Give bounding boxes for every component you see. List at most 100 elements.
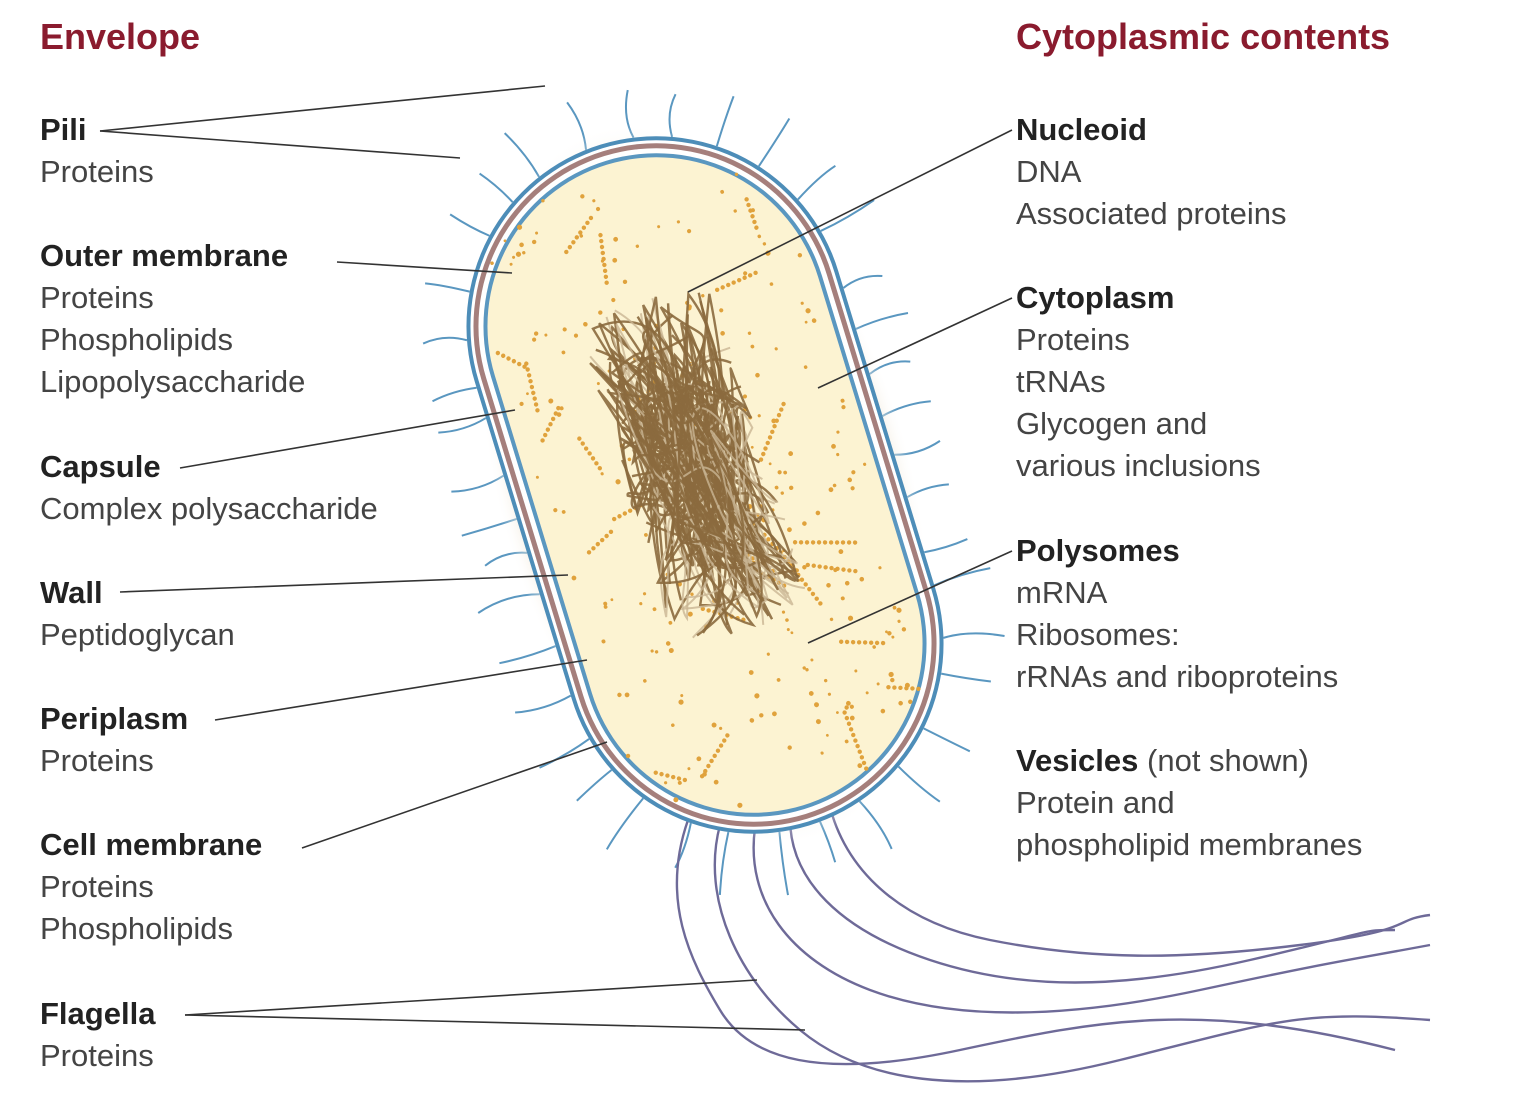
polysome-ribosome [792, 540, 798, 545]
polysome-ribosome [767, 435, 773, 440]
ribosome-dot [797, 253, 803, 258]
ribosome-dot [849, 715, 855, 721]
flagellum [713, 824, 1431, 1083]
envelope-heading: Envelope [40, 16, 201, 57]
ribosome-dot [713, 779, 719, 785]
polysome-ribosome [772, 423, 777, 429]
ribosome-dot [639, 602, 643, 606]
ribosome-dot [825, 733, 829, 737]
outer-membrane-line-1: Proteins [40, 280, 154, 315]
ribosome-dot [755, 372, 760, 378]
vesicles-note: (not shown) [1147, 743, 1309, 778]
polysome-ribosome [752, 219, 757, 225]
ribosome-dot [650, 649, 654, 653]
polysome-ribosome [880, 640, 886, 646]
label-vesicles: Vesicles (not shown) Protein and phospho… [1016, 740, 1362, 866]
ribosome-dot [802, 565, 807, 570]
polysome-ribosome [587, 451, 592, 456]
ribosome-dot [532, 337, 537, 342]
polysome-ribosome [766, 537, 771, 542]
polysomes-line-1: mRNA [1016, 575, 1108, 610]
ribosome-dot [743, 271, 748, 276]
polysome-ribosome [807, 586, 812, 592]
ribosome-dot [892, 605, 897, 610]
ribosome-dot [720, 189, 725, 194]
ribosome-dot [541, 199, 545, 203]
ribosome-dot [836, 452, 840, 457]
ribosome-dot [865, 691, 869, 695]
ribosome-dot [820, 751, 824, 755]
polysome-ribosome [742, 275, 747, 280]
ribosome-dot [757, 234, 762, 239]
leader-line [336, 261, 513, 274]
polysome-ribosome [758, 457, 764, 462]
polysome-ribosome [659, 771, 664, 777]
polysome-ribosome [543, 432, 548, 438]
ribosome-dot [515, 251, 522, 257]
label-nucleoid: Nucleoid DNA Associated proteins [1016, 109, 1287, 235]
ribosome-dot [849, 704, 854, 709]
polysome-ribosome [564, 249, 569, 255]
outer-membrane-line-3: Lipopolysaccharide [40, 364, 306, 399]
polysome-ribosome [526, 373, 532, 378]
polysome-ribosome [892, 685, 897, 690]
ribosome-dot [823, 678, 828, 683]
ribosome-dot [872, 645, 876, 649]
vesicles-line-2: phospholipid membranes [1016, 827, 1363, 862]
ribosome-dot [610, 598, 614, 602]
ribosome-dot [827, 692, 832, 696]
outer-membrane-title: Outer membrane [40, 238, 289, 273]
ribosome-dot [580, 194, 585, 199]
ribosome-dot [787, 527, 792, 533]
ribosome-dot [790, 631, 794, 635]
polysome-ribosome [898, 685, 903, 691]
flagellum [752, 827, 1431, 1014]
ribosome-dot [652, 607, 657, 612]
ribosome-dot [780, 491, 784, 495]
polysome-ribosome [703, 768, 708, 774]
leader-line [817, 297, 1013, 389]
polysome-ribosome [597, 466, 602, 471]
ribosome-dot [742, 394, 748, 399]
polysome-ribosome [556, 405, 561, 411]
ribosome-dot [603, 604, 608, 609]
polysome-ribosome [550, 416, 556, 422]
polysome-ribosome [601, 256, 606, 262]
ribosome-dot [841, 405, 846, 410]
polysome-ribosome [834, 540, 840, 545]
ribosome-dot [814, 702, 820, 708]
polysome-ribosome [763, 446, 768, 451]
leader-line [807, 550, 1013, 644]
wall-title: Wall [40, 575, 103, 610]
ribosome-dot [544, 333, 548, 337]
vesicles-title: Vesicles [1016, 743, 1139, 778]
ribosome-dot [769, 282, 774, 286]
polysome-ribosome [804, 540, 810, 545]
ribosome-dot [664, 781, 668, 785]
ribosome-dot [783, 470, 788, 475]
ribosome-dot [885, 630, 888, 634]
polysome-ribosome [770, 429, 775, 435]
polysome-ribosome [844, 715, 850, 721]
polysome-ribosome [511, 359, 517, 364]
ribosome-dot [828, 487, 834, 493]
ribosome-dot [603, 601, 608, 606]
polysome-ribosome [856, 640, 862, 645]
ribosome-dot [613, 236, 619, 242]
label-pili: Pili Proteins [40, 109, 154, 193]
ribosome-dot [687, 611, 693, 617]
polysome-ribosome [852, 540, 858, 545]
polysome-ribosome [581, 225, 587, 230]
polysome-ribosome [810, 540, 816, 545]
ribosome-dot [805, 668, 809, 672]
nucleoid-line-2: Associated proteins [1016, 196, 1287, 231]
ribosome-dot [490, 261, 494, 265]
ribosome-dot [786, 628, 790, 632]
polysome-ribosome [848, 727, 854, 732]
polysome-ribosome [817, 564, 822, 569]
ribosome-dot [512, 255, 516, 259]
pili-title: Pili [40, 112, 87, 147]
polysome-ribosome [842, 710, 847, 715]
ribosome-dot [802, 521, 807, 526]
polysome-ribosome [706, 763, 711, 769]
